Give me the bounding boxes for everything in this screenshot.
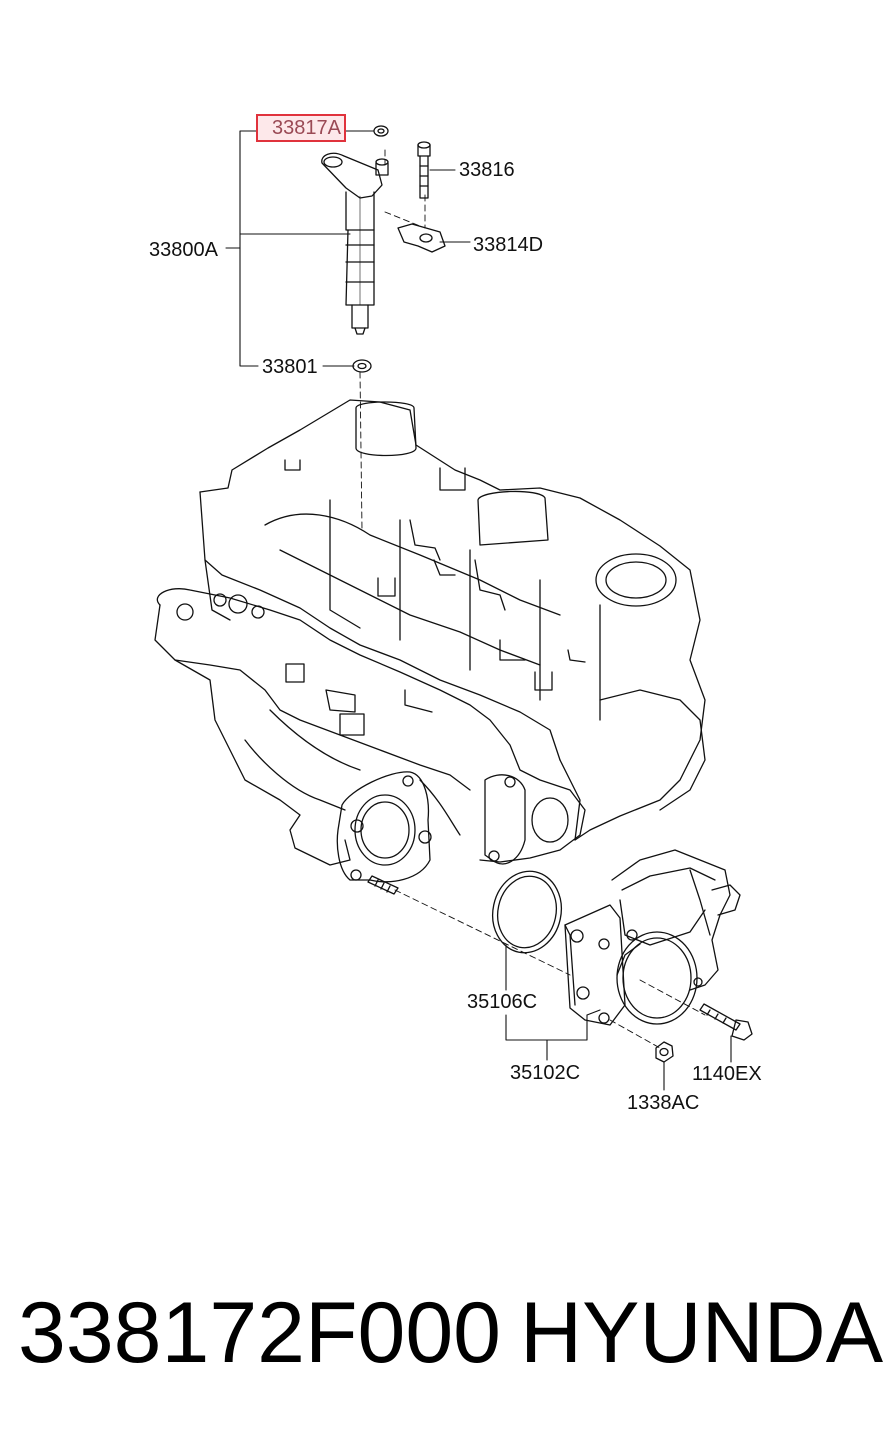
part-label-1140EX[interactable]: 1140EX — [692, 1063, 762, 1085]
flange-stud — [367, 875, 399, 895]
footer-part-number: 338172F000 — [18, 1285, 501, 1381]
cylinder-head-cover — [199, 399, 706, 841]
throttle-body-35102C — [564, 849, 741, 1026]
part-label-33817A[interactable]: 33817A — [256, 114, 346, 142]
bolt-1140EX — [699, 1003, 753, 1041]
bolt-33816 — [417, 141, 431, 199]
injector-33800A — [321, 152, 389, 335]
part-label-35102C[interactable]: 35102C — [510, 1062, 581, 1084]
footer-brand: HYUNDAI — [520, 1285, 886, 1381]
intake-manifold — [154, 588, 586, 866]
part-label-33800A[interactable]: 33800A — [149, 239, 218, 261]
gasket-35106C — [492, 870, 562, 954]
clamp-33814D — [397, 223, 446, 253]
leader-lines — [225, 130, 732, 1091]
part-label-33816[interactable]: 33816 — [459, 159, 515, 181]
part-label-1338AC[interactable]: 1338AC — [627, 1092, 700, 1114]
part-label-33814D[interactable]: 33814D — [473, 234, 544, 256]
nut-1338AC — [655, 1041, 674, 1063]
washer-33817A — [373, 125, 389, 137]
washer-33801 — [352, 359, 372, 373]
part-label-35106C[interactable]: 35106C — [467, 991, 538, 1013]
engine-parts-illustration — [154, 125, 753, 1091]
assembly-dashed-lines — [359, 149, 706, 1049]
manifold-flange — [336, 771, 569, 883]
part-label-33801[interactable]: 33801 — [262, 356, 318, 378]
